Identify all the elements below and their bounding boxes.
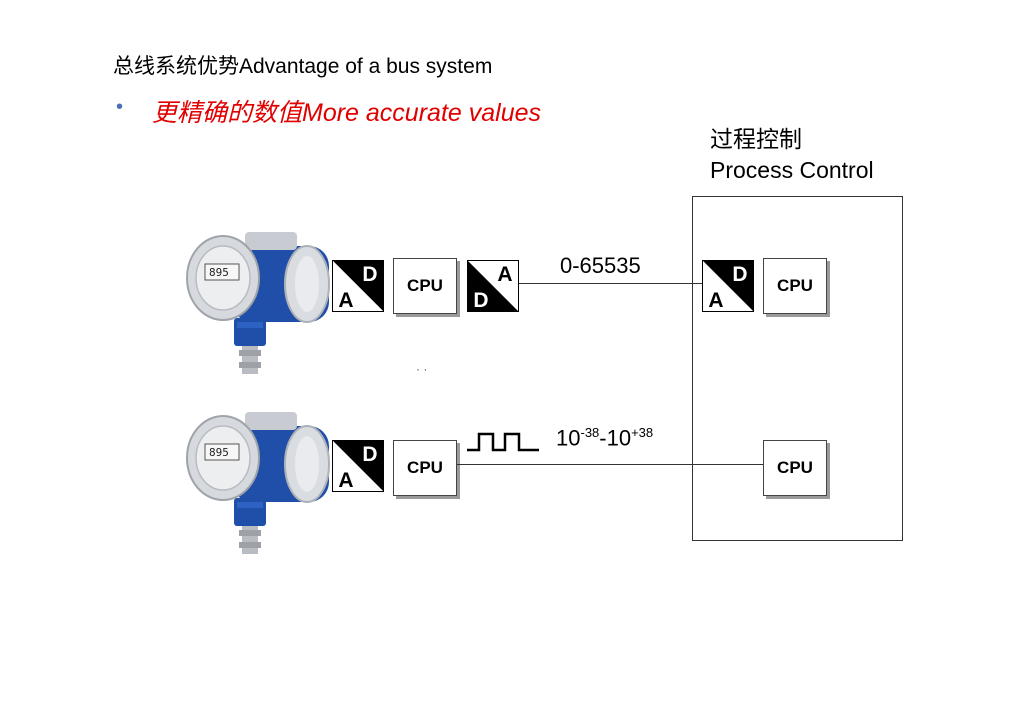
cpu-block-process-2: CPU bbox=[763, 440, 827, 496]
ad-converter-process-bottom-label: A bbox=[708, 289, 723, 312]
ad-converter-2: D A bbox=[332, 440, 384, 492]
svg-text:895: 895 bbox=[209, 446, 229, 459]
ad-converter-process: D A bbox=[702, 260, 754, 312]
ad-converter-process-top-label: D bbox=[732, 263, 747, 286]
process-control-box bbox=[692, 196, 903, 541]
bullet-marker: • bbox=[116, 96, 124, 118]
transmitter-image-bottom: 895 bbox=[186, 412, 330, 554]
digital-range-exponent-2: +38 bbox=[631, 425, 654, 440]
digital-range-base-2: -10 bbox=[599, 425, 632, 451]
bullet-text: 更精确的数值More accurate values bbox=[152, 99, 542, 127]
decorative-dots: · · bbox=[416, 362, 428, 376]
ad-converter-2-top-label: D bbox=[362, 443, 377, 466]
digital-range-base-1: 10 bbox=[556, 425, 581, 451]
analog-signal-line bbox=[519, 283, 702, 284]
slide-title: 总线系统优势Advantage of a bus system bbox=[113, 55, 493, 78]
analog-range-label: 0-65535 bbox=[560, 253, 641, 278]
svg-text:895: 895 bbox=[209, 266, 229, 279]
da-converter-1-top-label: A bbox=[497, 263, 512, 286]
digital-pulse-icon bbox=[467, 432, 539, 452]
digital-bus-line bbox=[457, 464, 763, 465]
digital-range-exponent-1: -38 bbox=[580, 425, 600, 440]
process-control-label-cn: 过程控制 bbox=[710, 126, 802, 152]
cpu-block-device-2: CPU bbox=[393, 440, 457, 496]
cpu-block-device-1: CPU bbox=[393, 258, 457, 314]
ad-converter-1-top-label: D bbox=[362, 263, 377, 286]
process-control-label: 过程控制 Process Control bbox=[710, 124, 874, 186]
transmitter-image-top: 895 bbox=[186, 232, 330, 374]
digital-range-label: 10-38-10+38 bbox=[556, 425, 653, 451]
ad-converter-1: D A bbox=[332, 260, 384, 312]
ad-converter-2-bottom-label: A bbox=[338, 469, 353, 492]
ad-converter-1-bottom-label: A bbox=[338, 289, 353, 312]
process-control-label-en: Process Control bbox=[710, 157, 874, 183]
da-converter-1: A D bbox=[467, 260, 519, 312]
da-converter-1-bottom-label: D bbox=[473, 289, 488, 312]
cpu-block-process-1: CPU bbox=[763, 258, 827, 314]
